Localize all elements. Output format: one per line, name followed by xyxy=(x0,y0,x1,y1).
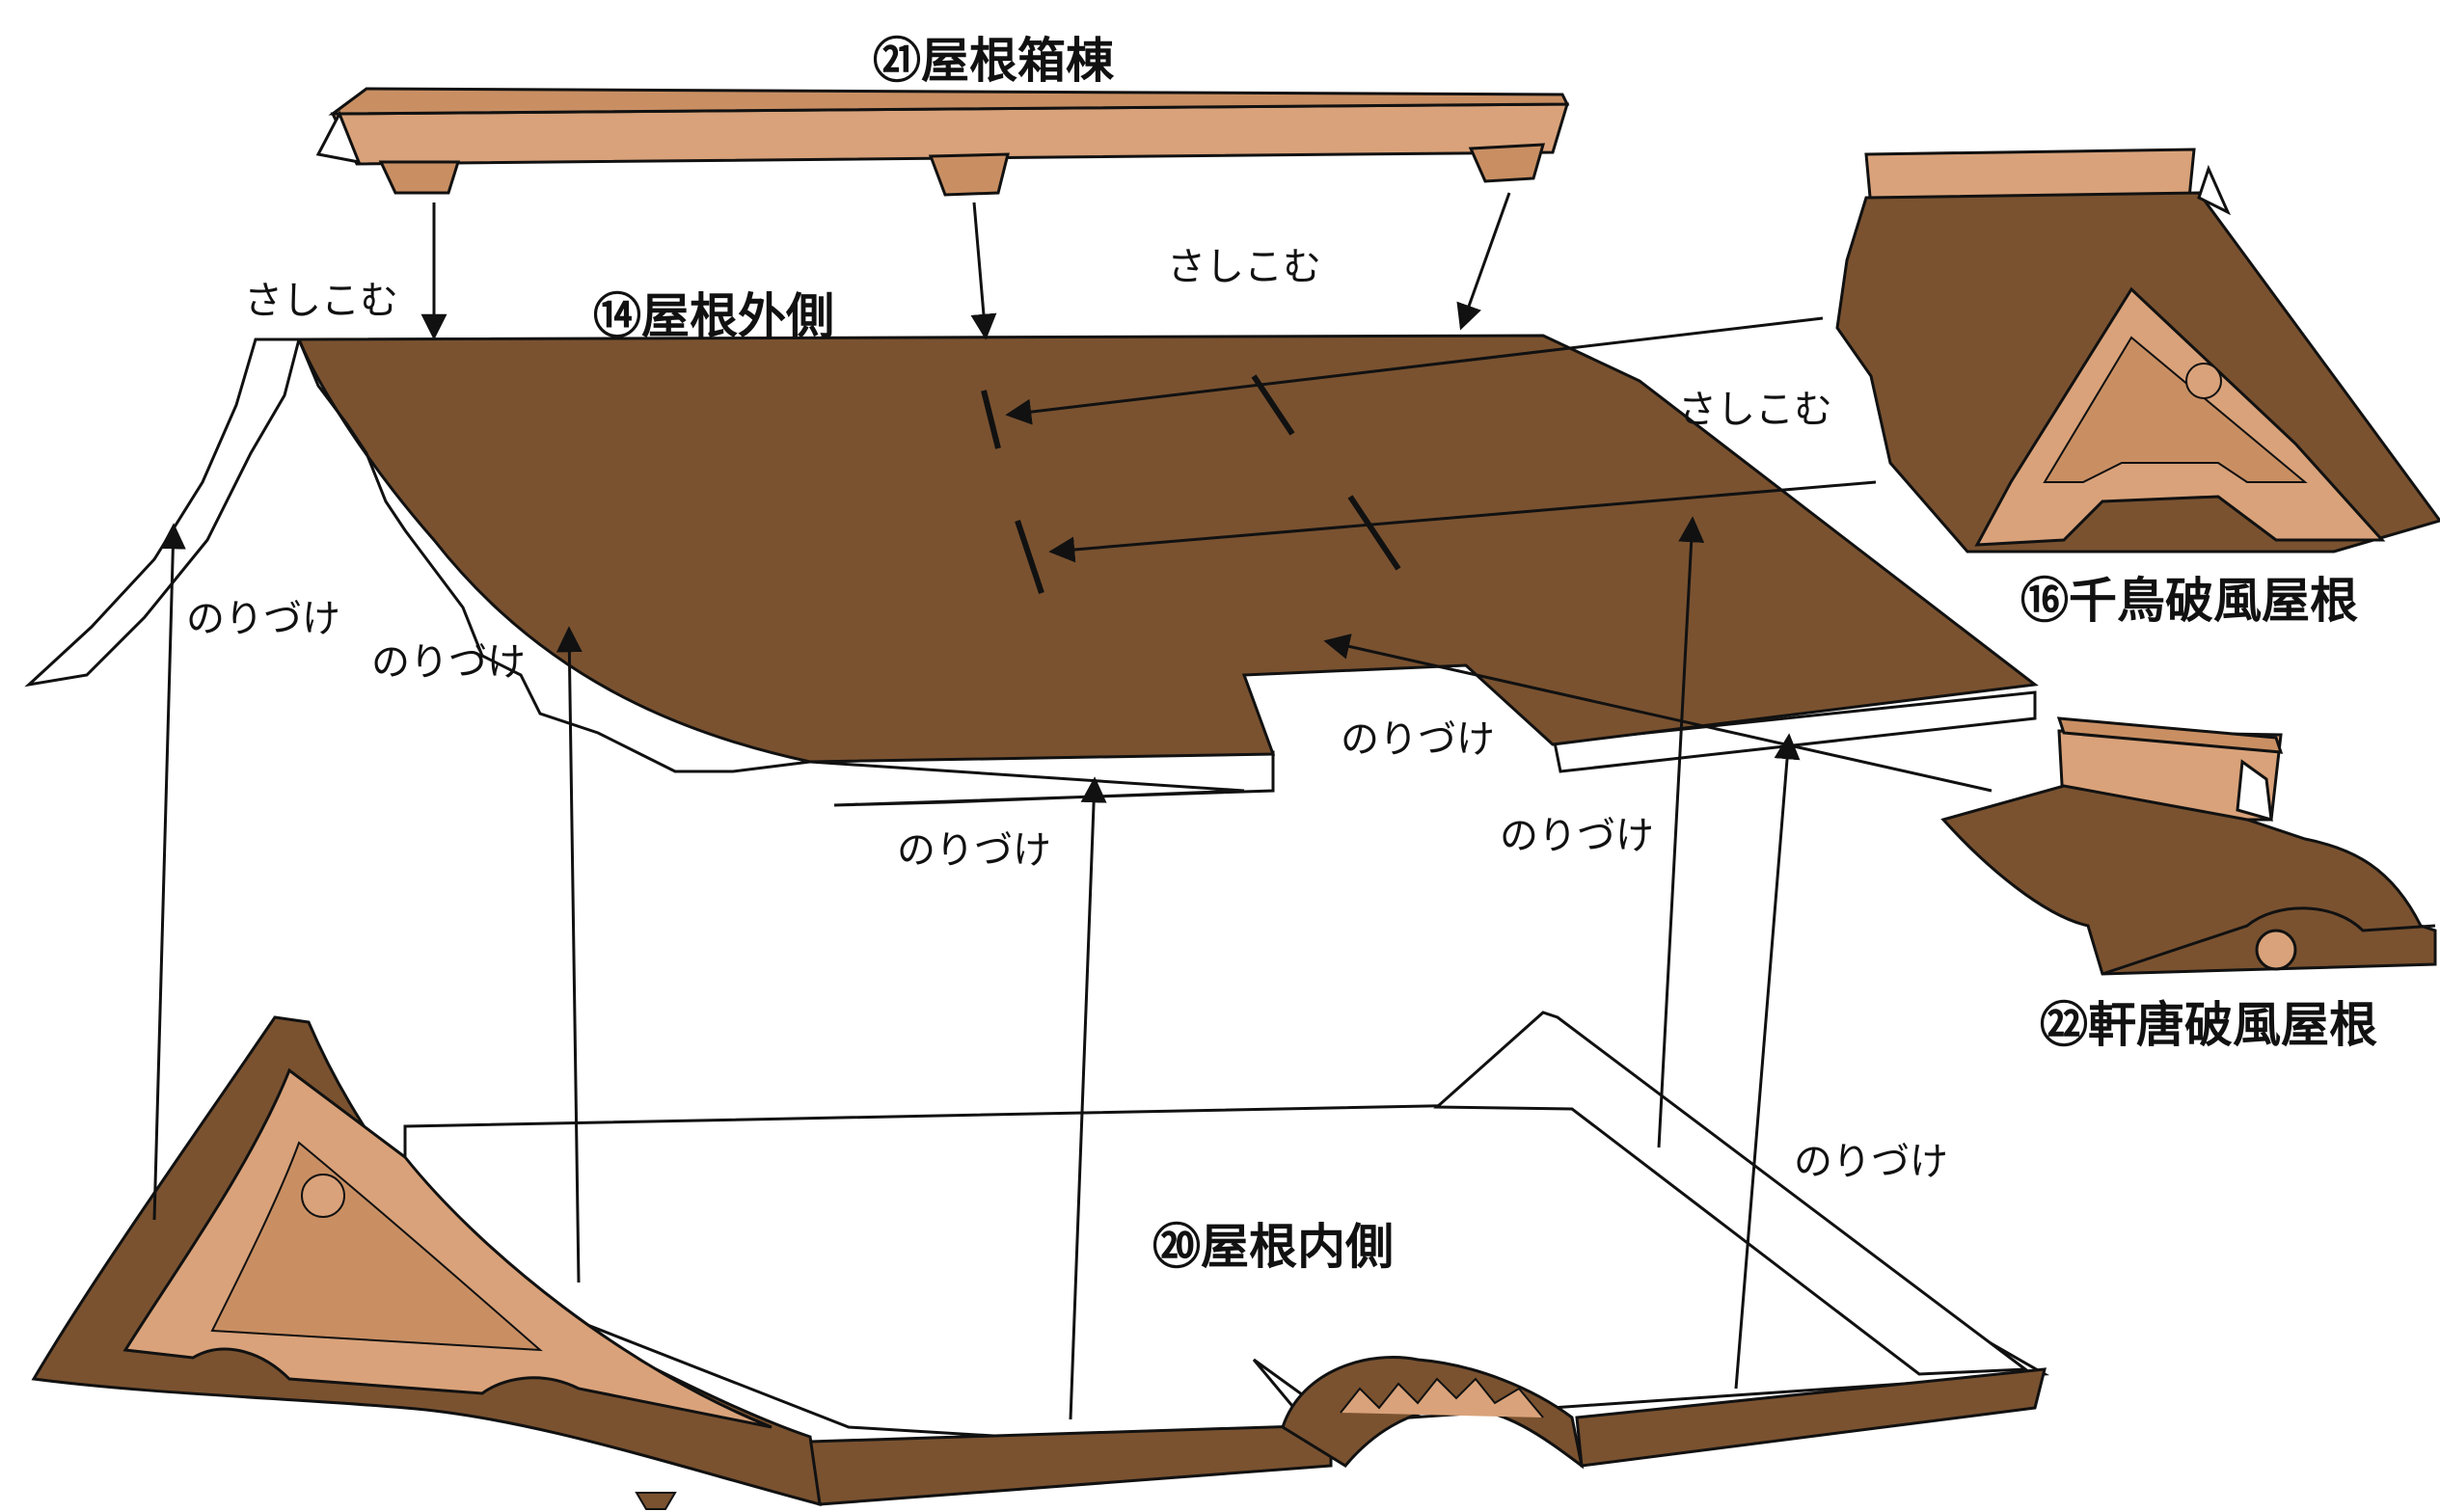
roof-outer-left-flap xyxy=(24,338,301,688)
chidori-gable-part xyxy=(1835,148,2440,554)
arrow-chidori-to-roof-1 xyxy=(1005,316,1824,425)
label-glue-center: のりづけ xyxy=(897,828,1051,873)
label-glue-far-right: のりづけ xyxy=(1794,1140,1948,1184)
karahafu-gable-part xyxy=(1940,716,2437,976)
label-glue-right: のりづけ xyxy=(1500,814,1654,858)
arrow-glue-center xyxy=(1069,776,1107,1420)
arrow-karahafu-to-roof xyxy=(1323,634,1993,793)
roof-outer-part xyxy=(296,334,2039,807)
arrow-glue-right xyxy=(1734,733,1801,1390)
arrow-glue-right-mid xyxy=(1657,516,1705,1148)
label-glue-left: のりづけ xyxy=(186,597,340,641)
arrow-ridge-insert-right xyxy=(1456,192,1511,331)
label-glue-center-notch: のりづけ xyxy=(1341,717,1495,762)
label-ridge-box: ㉑屋根箱棟 xyxy=(873,33,1115,89)
label-insert-center: さしこむ xyxy=(1167,245,1321,289)
ridge-box-part xyxy=(315,87,1570,197)
label-chidori-gable: ⑯千鳥破風屋根 xyxy=(2020,573,2358,629)
arrow-chidori-to-roof-2 xyxy=(1048,480,1877,563)
label-insert-right: さしこむ xyxy=(1678,388,1832,432)
label-roof-inner: ⑳屋根内側 xyxy=(1152,1219,1394,1275)
arrow-glue-left xyxy=(152,523,186,1221)
roof-inner-part xyxy=(31,1011,2050,1510)
arrow-ridge-insert-center xyxy=(970,202,997,340)
label-roof-outer: ⑭屋根外側 xyxy=(593,288,834,344)
assembly-arrows xyxy=(152,192,1993,1420)
label-glue-left-mid: のりづけ xyxy=(371,640,526,685)
label-karahafu-gable: ㉒軒唐破風屋根 xyxy=(2040,997,2377,1053)
label-insert-left: さしこむ xyxy=(244,279,398,323)
roof-inner-left-gable-face xyxy=(122,1067,773,1429)
arrow-glue-left-mid xyxy=(556,626,583,1283)
